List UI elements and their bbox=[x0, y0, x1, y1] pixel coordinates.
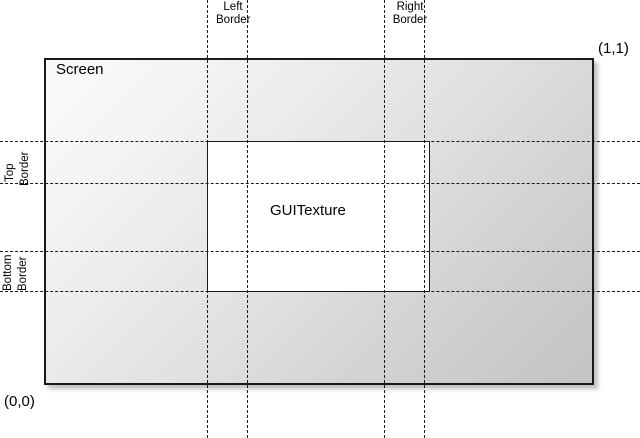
right-border-label: Right Border bbox=[390, 1, 430, 27]
vertical-guide-left-border-inner bbox=[247, 0, 248, 438]
top-border-label-line1: Top bbox=[4, 163, 16, 182]
guitexture-rectangle bbox=[207, 141, 430, 292]
top-border-label-line2: Border bbox=[19, 151, 31, 186]
corner-label-bottom-left: (0,0) bbox=[4, 393, 35, 410]
horizontal-guide-bottom-border-inner bbox=[0, 251, 640, 252]
horizontal-guide-top-border-outer bbox=[0, 141, 640, 142]
corner-label-top-right: (1,1) bbox=[598, 40, 629, 57]
vertical-guide-right-border-outer bbox=[424, 0, 425, 438]
vertical-guide-right-border-inner bbox=[384, 0, 385, 438]
bottom-border-label-line2: Border bbox=[17, 256, 29, 291]
screen-label: Screen bbox=[56, 61, 104, 78]
vertical-guide-left-border-outer bbox=[207, 0, 208, 438]
guitexture-label: GUITexture bbox=[270, 202, 346, 219]
horizontal-guide-top-border-inner bbox=[0, 183, 640, 184]
left-border-label: Left Border bbox=[216, 1, 251, 27]
horizontal-guide-bottom-border-outer bbox=[0, 291, 640, 292]
left-border-label-line2: Border bbox=[216, 13, 251, 26]
left-border-label-line1: Left bbox=[223, 1, 243, 13]
right-border-label-line1: Right bbox=[396, 1, 424, 13]
bottom-border-label-line1: Bottom bbox=[2, 254, 14, 291]
right-border-label-line2: Border bbox=[392, 13, 428, 26]
